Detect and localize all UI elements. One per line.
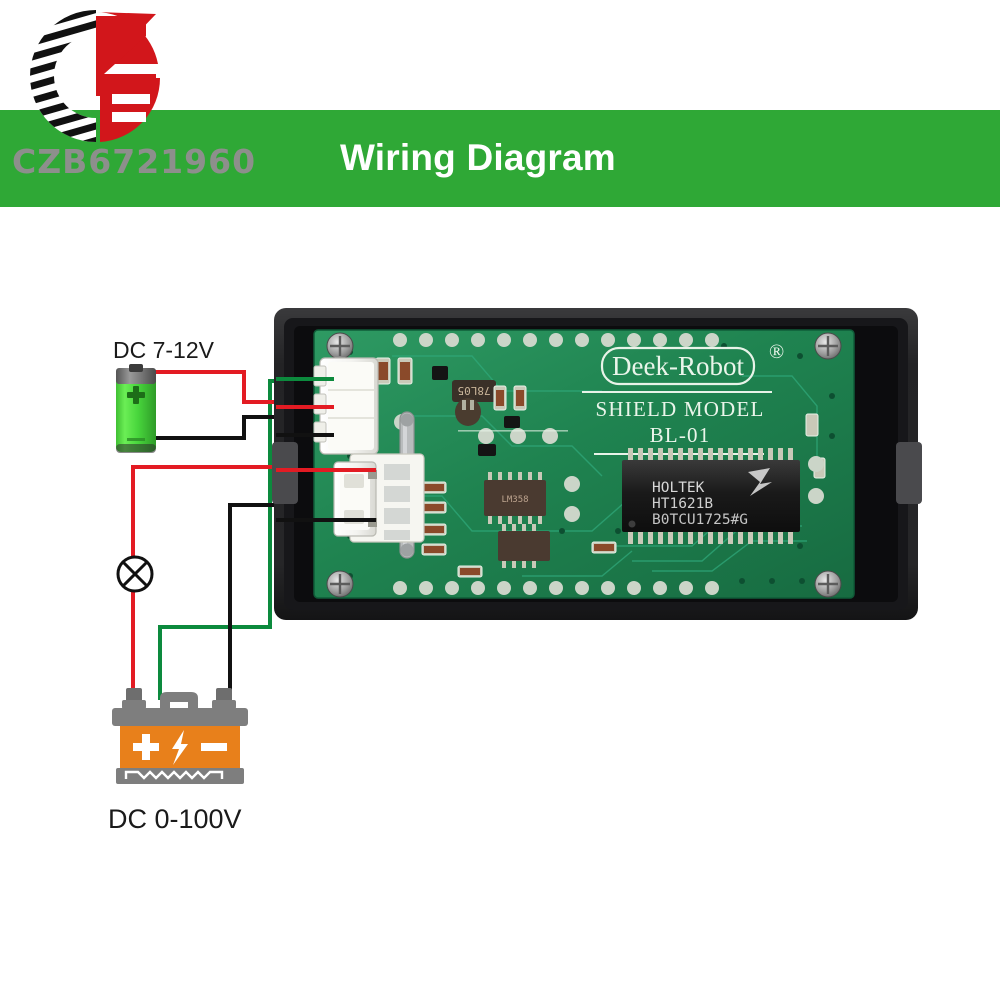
measure-wire-horizontal	[131, 465, 375, 469]
power-connector-pin2-wire	[276, 405, 334, 409]
supply-wire-drop	[242, 370, 246, 404]
ic-part-text: HT1621B	[652, 496, 713, 512]
measure-connector-pin2-wire	[276, 518, 376, 522]
supply-label: DC 7-12V	[113, 337, 214, 363]
silkscreen-line1: SHIELD MODEL	[596, 397, 765, 421]
ic-lot-text: B0TCU1725#G	[652, 512, 748, 528]
sense-wire-vertical-left	[158, 625, 162, 700]
supply-return-rise	[242, 415, 246, 440]
regulator-text: 78L05	[457, 384, 490, 397]
czb-circular-logo	[18, 6, 178, 146]
supply-return-bottom-horizontal	[155, 436, 246, 440]
measure-connector	[276, 453, 425, 543]
power-connector-pin3-wire	[276, 433, 334, 437]
header-band	[0, 110, 1000, 207]
sense-wire-bottom-horizontal	[158, 625, 272, 629]
ic-vendor-text: HOLTEK	[652, 480, 705, 496]
secondary-ic-text: LM358	[501, 495, 528, 505]
main-ic: HOLTEK HT1621B B0TCU1725#G	[622, 448, 800, 544]
measure-return-vertical	[228, 503, 232, 700]
measured-source-label: DC 0-100V	[108, 804, 242, 834]
watermark-text: CZB6721960	[12, 142, 257, 181]
silkscreen-brand: Deek-Robot ® SHIELD MODEL BL-01	[582, 341, 784, 455]
voltage-regulator: 78L05	[452, 380, 496, 426]
registered-mark: ®	[769, 341, 784, 363]
dc-voltmeter-module: Deek-Robot ® SHIELD MODEL BL-01	[272, 296, 922, 636]
power-connector	[276, 357, 379, 455]
lamp-load-symbol	[115, 554, 155, 594]
page-title: Wiring Diagram	[340, 137, 616, 178]
secondary-ic: LM358	[484, 472, 546, 524]
car-battery-icon	[104, 686, 256, 796]
supply-wire-top-horizontal	[155, 370, 246, 374]
power-connector-pin1-wire	[276, 377, 334, 381]
silkscreen-brand-text: Deek-Robot	[612, 351, 744, 381]
silkscreen-line2: BL-01	[650, 423, 711, 447]
measure-connector-pin1-wire	[276, 468, 376, 472]
tertiary-ic	[498, 524, 550, 568]
aa-battery-icon	[113, 364, 159, 456]
